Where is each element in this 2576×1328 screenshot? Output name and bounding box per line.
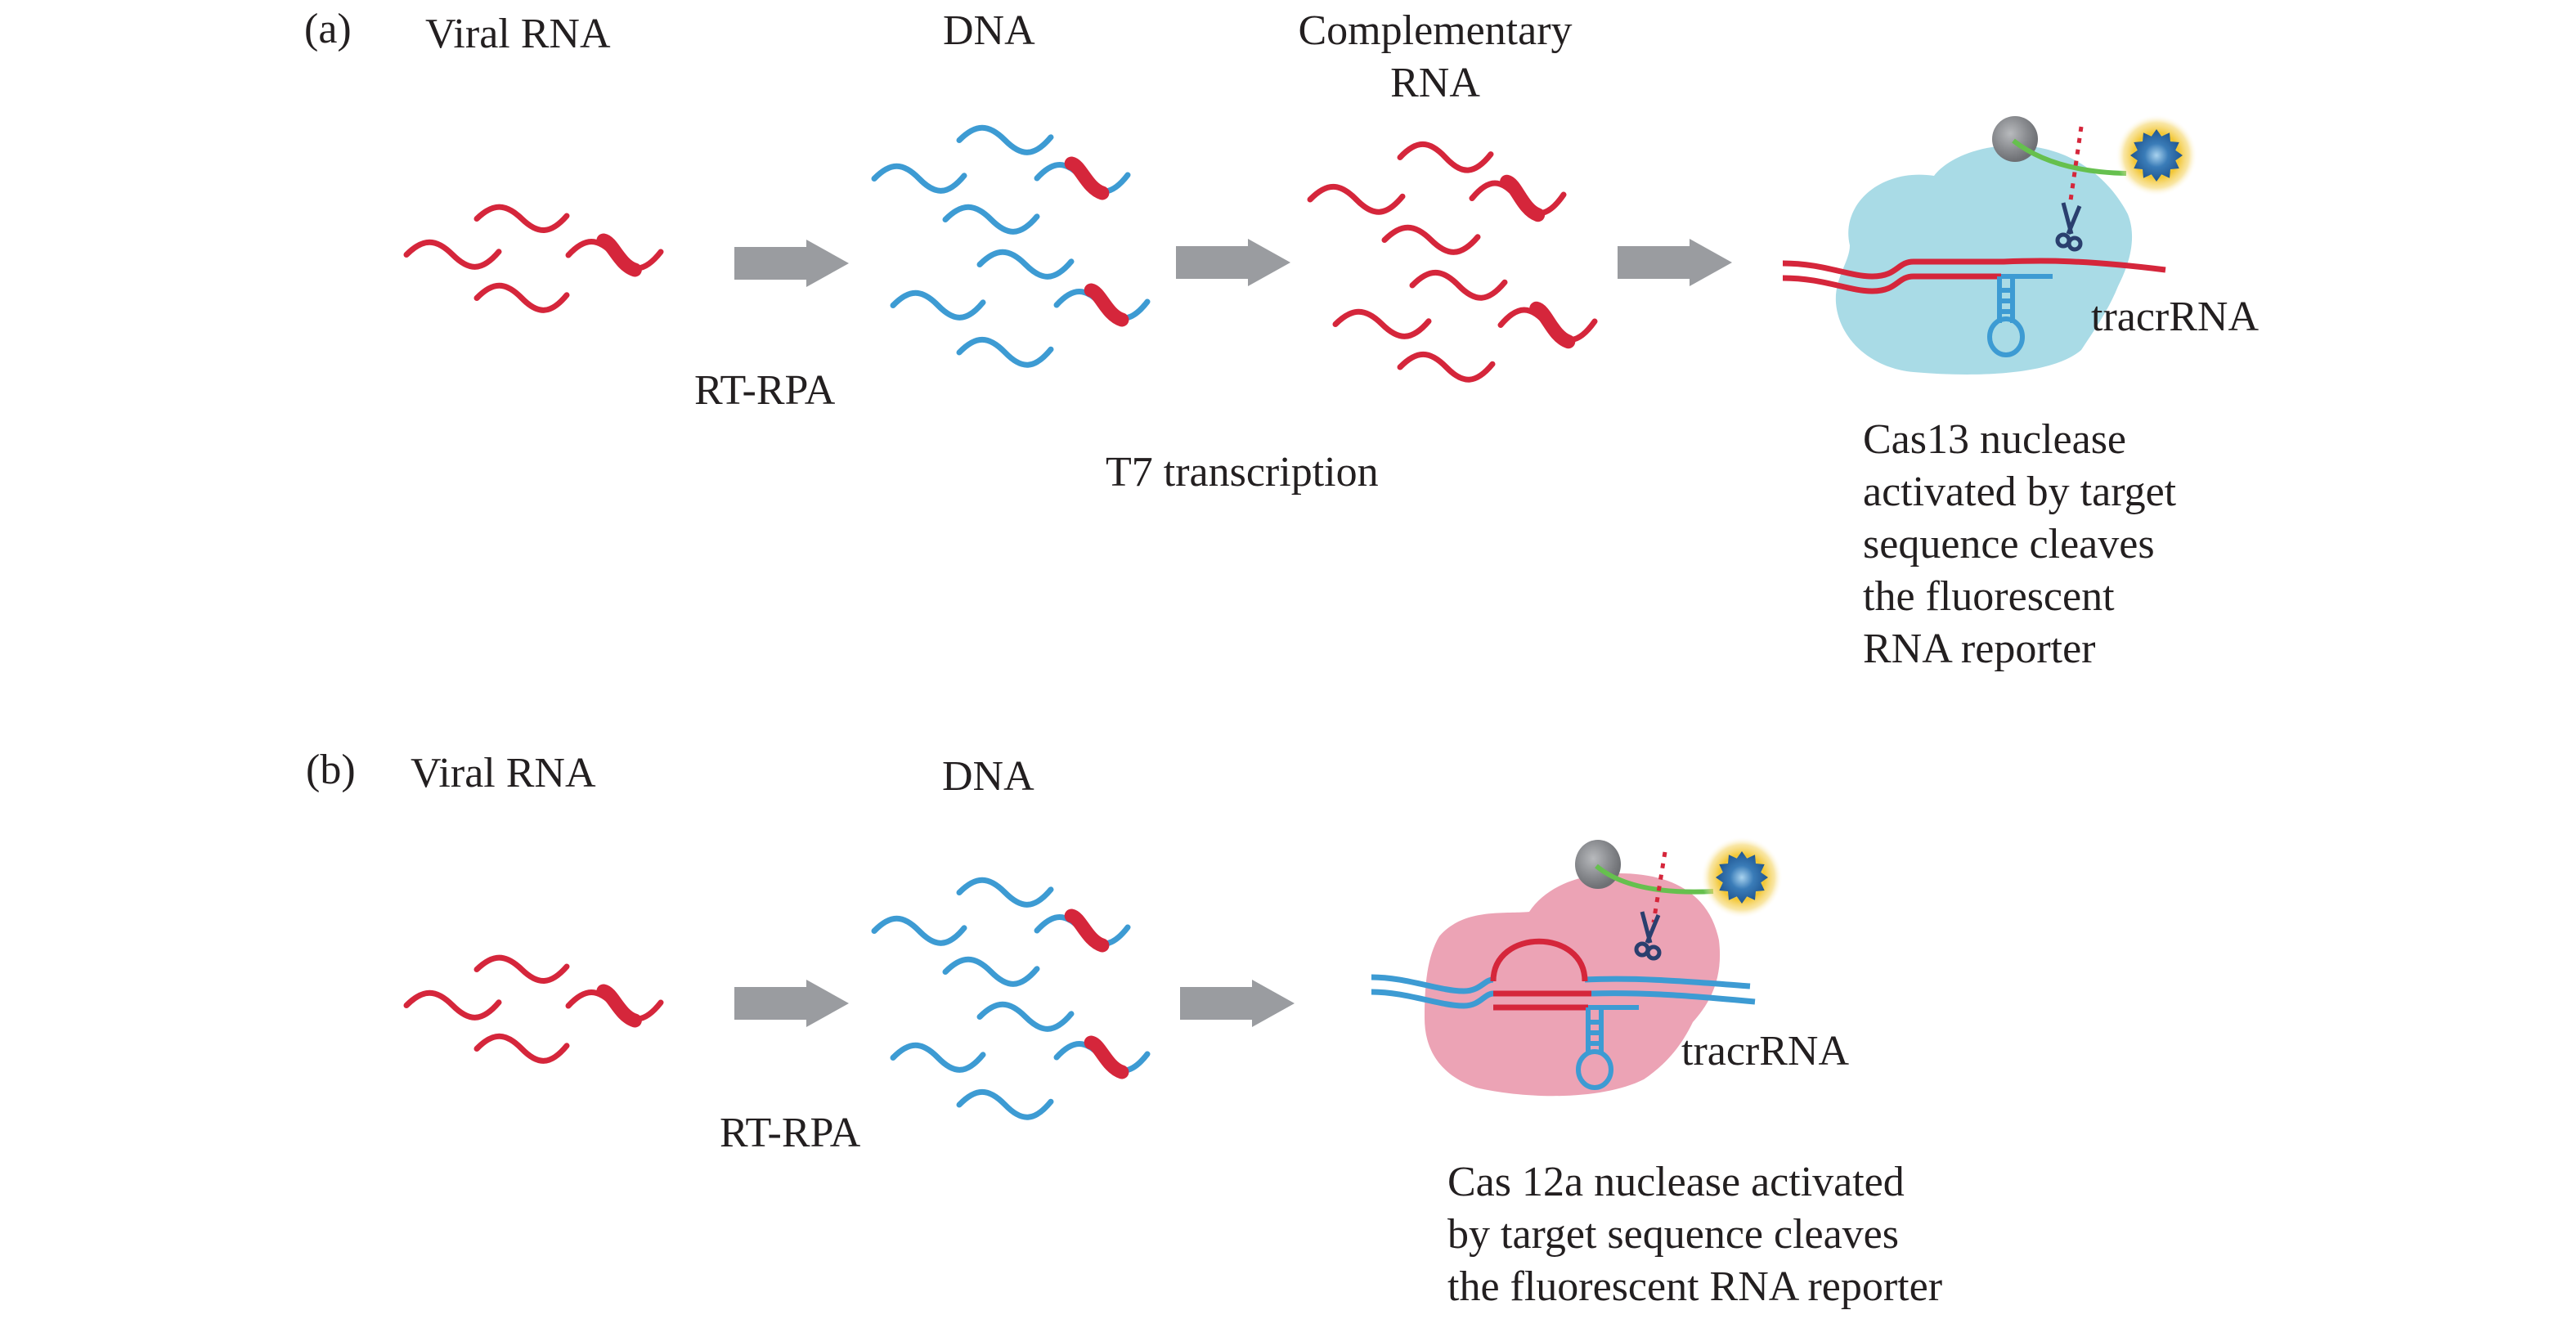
- caption-line: the fluorescent RNA reporter: [1447, 1263, 1943, 1310]
- dna-cluster: [871, 124, 1151, 368]
- target-dna-duplex: [1371, 974, 1756, 1009]
- step-label-t7-transcription: T7 transcription: [1106, 449, 1379, 496]
- stage-label-complementary-rna: Complementary RNA: [1276, 5, 1595, 110]
- target-rna-duplex: [1782, 258, 2166, 294]
- viral-rna-strand: [473, 1033, 570, 1064]
- stage-label-dna: DNA: [942, 753, 1034, 800]
- panel-b: [403, 837, 1783, 1120]
- label-line: RNA: [1390, 60, 1480, 106]
- dna-strand-target-segment: [1064, 156, 1110, 200]
- dna-strand: [956, 337, 1054, 368]
- caption-line: sequence cleaves: [1863, 521, 2155, 568]
- panel-a-label: (a): [304, 6, 352, 52]
- panel-a: [403, 114, 2197, 383]
- cas12a-complex: [1371, 837, 1783, 1097]
- tracrrna-label: tracrRNA: [2091, 294, 2260, 340]
- arrow-icon: [1180, 980, 1295, 1027]
- tracrrna-label: tracrRNA: [1681, 1028, 1850, 1075]
- caption-line: Cas 12a nuclease activated: [1447, 1159, 1905, 1205]
- arrow-to-cas13: [1618, 239, 1732, 286]
- viral-rna-strand-target-segment: [596, 984, 642, 1028]
- cas12a-protein-blob: [1425, 873, 1721, 1097]
- dna-strand: [956, 124, 1054, 155]
- stage-label-viral-rna: Viral RNA: [425, 11, 611, 57]
- viral-rna-cluster: [403, 204, 664, 313]
- dna-strand: [956, 877, 1054, 908]
- viral-rna-strand: [473, 204, 570, 233]
- dna-strand: [890, 289, 986, 321]
- viral-rna-strand: [473, 282, 570, 313]
- arrow-icon: [734, 980, 849, 1027]
- arrow-icon: [1618, 239, 1732, 286]
- fluorophore-icon: [1716, 851, 1768, 904]
- dna-strand: [976, 249, 1075, 280]
- caption-line: RNA reporter: [1863, 626, 2096, 672]
- dna-strand: [890, 1042, 986, 1073]
- arrow-to-cas12a: [1180, 980, 1295, 1027]
- r-loop: [1490, 938, 1591, 1011]
- dna-strand: [871, 915, 967, 946]
- panel-b-label: (b): [306, 747, 356, 793]
- dna-strand: [871, 163, 967, 194]
- arrow-rt-rpa: [734, 980, 849, 1027]
- cas12a-caption: Cas 12a nuclease activated by target seq…: [1447, 1156, 1942, 1313]
- dna-strand: [942, 956, 1040, 987]
- complementary-rna-strand: [1397, 352, 1496, 383]
- dna-cluster: [871, 877, 1151, 1120]
- caption-line: the fluorescent: [1863, 573, 2115, 620]
- crrna-stem-loop: [1576, 1005, 1639, 1090]
- viral-rna-strand: [403, 989, 502, 1021]
- complementary-rna-strand-target-segment: [1500, 174, 1546, 222]
- dna-strand-target-segment: [1084, 283, 1129, 327]
- complementary-rna-strand-target-segment: [1529, 301, 1576, 349]
- stage-label-dna: DNA: [943, 7, 1035, 54]
- arrow-t7-transcription: [1176, 239, 1290, 286]
- complementary-rna-strand: [1381, 224, 1481, 255]
- label-line: Complementary: [1298, 7, 1573, 54]
- cleavage-site-line: [2068, 126, 2084, 201]
- dna-strand-target-segment: [1084, 1035, 1129, 1079]
- step-label-rt-rpa: RT-RPA: [694, 367, 836, 414]
- viral-rna-strand-target-segment: [596, 233, 642, 277]
- scissors-icon: [2055, 202, 2083, 252]
- dna-strand: [956, 1089, 1054, 1120]
- cas13-caption: Cas13 nuclease activated by target seque…: [1863, 414, 2176, 675]
- step-label-rt-rpa: RT-RPA: [720, 1110, 861, 1156]
- viral-rna-strand: [403, 239, 502, 270]
- caption-line: Cas13 nuclease: [1863, 416, 2127, 463]
- caption-line: by target sequence cleaves: [1447, 1211, 1899, 1258]
- complementary-rna-strand: [1397, 141, 1494, 173]
- complementary-rna-cluster: [1307, 141, 1598, 383]
- caption-line: activated by target: [1863, 469, 2177, 515]
- dna-strand-target-segment: [1064, 909, 1110, 953]
- viral-rna-cluster: [403, 954, 664, 1064]
- viral-rna-strand: [473, 954, 570, 984]
- cas13-complex: [1782, 114, 2197, 375]
- arrow-rt-rpa: [734, 240, 849, 287]
- dna-strand: [976, 1001, 1075, 1032]
- arrow-icon: [734, 240, 849, 287]
- fluorophore-icon: [2130, 129, 2183, 182]
- scissors-icon: [1634, 911, 1662, 961]
- crrna-stem-loop: [1987, 274, 2053, 357]
- rna-reporter-strand: [2012, 138, 2127, 176]
- cleavage-site-line: [1651, 851, 1667, 923]
- rna-reporter-strand: [1595, 864, 1714, 895]
- dna-strand: [942, 204, 1040, 235]
- stage-label-viral-rna: Viral RNA: [411, 750, 596, 796]
- arrow-icon: [1176, 239, 1290, 286]
- complementary-rna-strand: [1307, 184, 1406, 215]
- complementary-rna-strand: [1409, 270, 1508, 301]
- complementary-rna-strand: [1332, 308, 1432, 339]
